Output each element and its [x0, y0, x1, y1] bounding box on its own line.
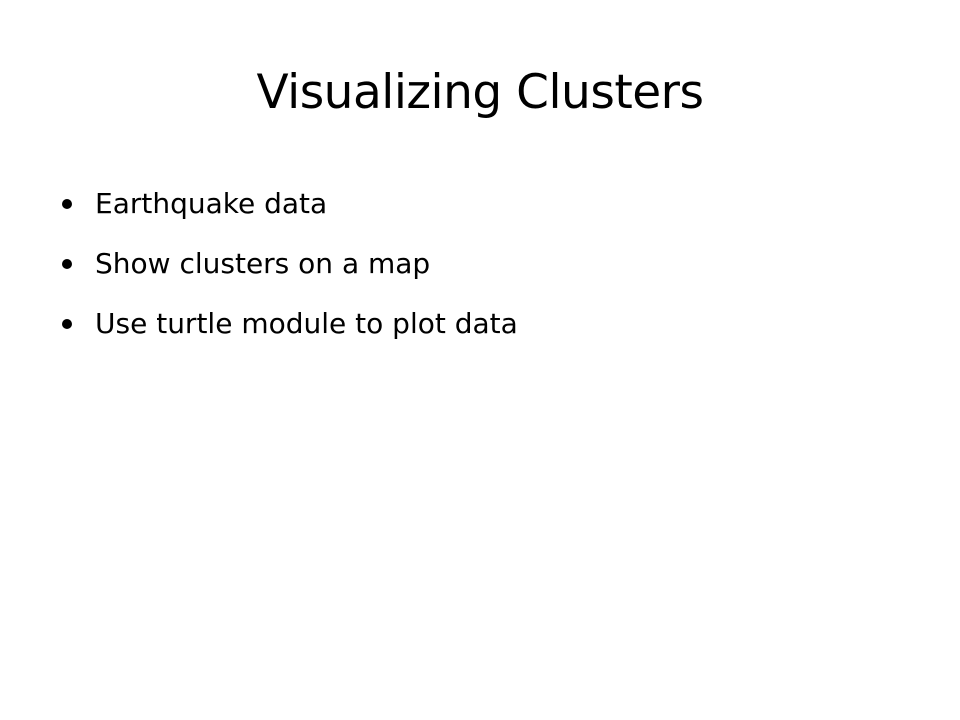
bullet-dot-icon — [62, 259, 72, 269]
bullet-item: Show clusters on a map — [62, 236, 518, 296]
bullet-list: Earthquake data Show clusters on a map U… — [62, 176, 518, 356]
bullet-text: Use turtle module to plot data — [95, 307, 518, 340]
bullet-item: Earthquake data — [62, 176, 518, 236]
bullet-item: Use turtle module to plot data — [62, 296, 518, 356]
bullet-text: Earthquake data — [95, 187, 328, 220]
bullet-dot-icon — [62, 199, 72, 209]
bullet-text: Show clusters on a map — [95, 247, 431, 280]
slide-title: Visualizing Clusters — [256, 65, 704, 120]
bullet-dot-icon — [62, 319, 72, 329]
